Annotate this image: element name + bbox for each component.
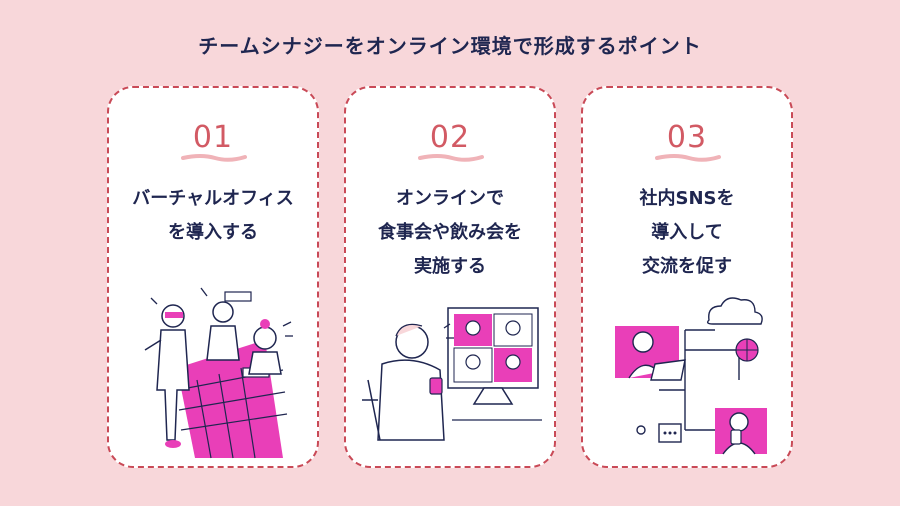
number-underline (418, 154, 484, 162)
number-underline (181, 154, 247, 162)
card-label: オンラインで 食事会や飲み会を 実施する (378, 188, 522, 277)
point-card-1: 01 バーチャルオフィス を導入する (107, 86, 319, 468)
internal-sns-icon (615, 297, 767, 455)
point-card-2: 02 オンラインで 食事会や飲み会を 実施する (344, 86, 556, 468)
card-number: 02 (429, 120, 471, 155)
virtual-office-icon (144, 287, 293, 459)
page-title: チームシナジーをオンライン環境で形成するポイント (198, 34, 702, 58)
card-number: 03 (666, 120, 708, 155)
card-label: 社内SNSを 導入して 交流を促す (639, 188, 735, 277)
point-card-3: 03 社内SNSを 導入して 交流を促す (581, 86, 793, 468)
card-number: 01 (192, 120, 234, 155)
number-underline (655, 154, 721, 162)
card-label: バーチャルオフィス を導入する (132, 188, 294, 243)
online-party-icon (362, 307, 542, 441)
